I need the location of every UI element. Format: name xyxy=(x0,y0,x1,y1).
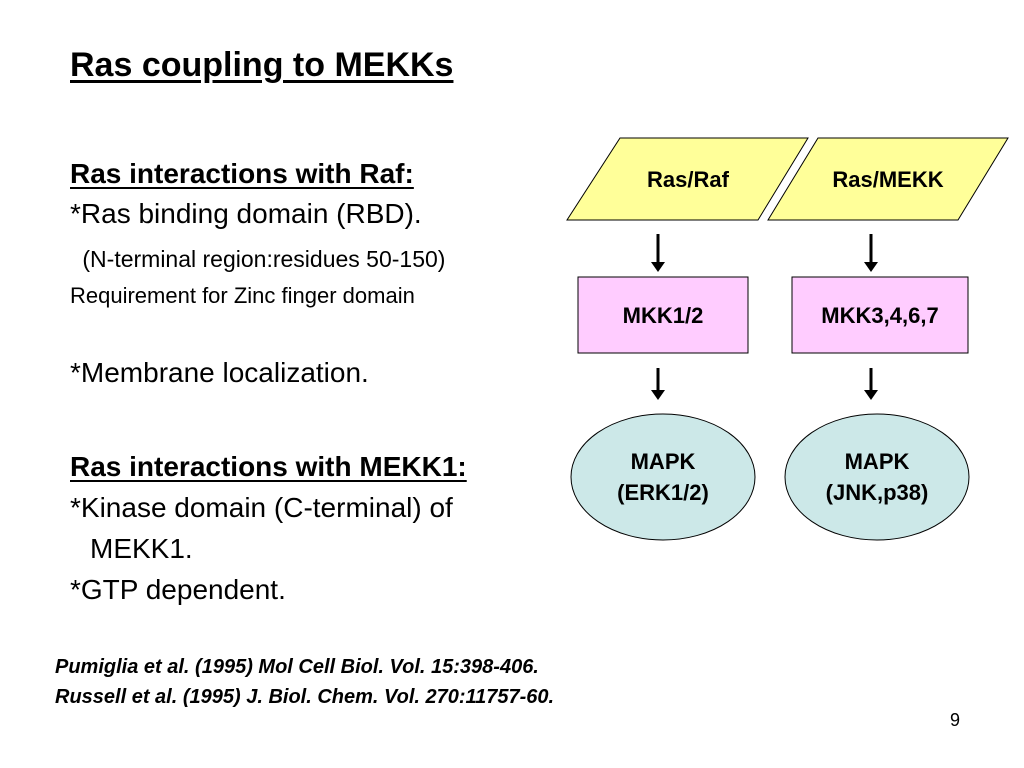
raf-line-membrane: *Membrane localization. xyxy=(70,357,369,388)
ras-mekk-label: Ras/MEKK xyxy=(832,167,943,192)
arrowhead-mkk12-to-erk xyxy=(651,390,665,400)
arrowhead-raf-to-mkk12 xyxy=(651,262,665,272)
arrowhead-mkk3467-to-jnk xyxy=(864,390,878,400)
reference-russell: Russell et al. (1995) J. Biol. Chem. Vol… xyxy=(55,686,555,708)
mekk-line-kinase: *Kinase domain (C-terminal) of xyxy=(70,492,453,523)
ras-raf-node xyxy=(566,137,809,221)
raf-line-zinc: Requirement for Zinc finger domain xyxy=(70,283,415,308)
mapk-erk-label-line2: (ERK1/2) xyxy=(617,480,709,505)
mapk-jnk-node xyxy=(784,413,970,541)
mkk12-node xyxy=(577,276,749,354)
reference-pumiglia: Pumiglia et al. (1995) Mol Cell Biol. Vo… xyxy=(55,656,539,678)
mkk12-label: MKK1/2 xyxy=(623,303,704,328)
mekk-line-mekk1: MEKK1. xyxy=(90,533,193,564)
mapk-erk-node xyxy=(570,413,756,541)
mapk-jnk-label-line2: (JNK,p38) xyxy=(826,480,929,505)
mapk-jnk-label-line1: MAPK xyxy=(845,449,910,474)
raf-line-rbd: *Ras binding domain (RBD). xyxy=(70,198,422,229)
page-number: 9 xyxy=(950,710,961,730)
raf-heading: Ras interactions with Raf: xyxy=(70,158,414,189)
ras-mekk-node xyxy=(767,137,1009,221)
mkk3467-label: MKK3,4,6,7 xyxy=(821,303,938,328)
mekk-line-gtp: *GTP dependent. xyxy=(70,574,286,605)
slide-title: Ras coupling to MEKKs xyxy=(70,46,454,84)
raf-line-nterminal: (N-terminal region:residues 50-150) xyxy=(76,246,446,272)
arrowhead-mekk-to-mkk3467 xyxy=(864,262,878,272)
mapk-erk-label-line1: MAPK xyxy=(631,449,696,474)
mekk-heading: Ras interactions with MEKK1: xyxy=(70,451,467,482)
mkk3467-node xyxy=(791,276,969,354)
ras-raf-label: Ras/Raf xyxy=(647,167,730,192)
